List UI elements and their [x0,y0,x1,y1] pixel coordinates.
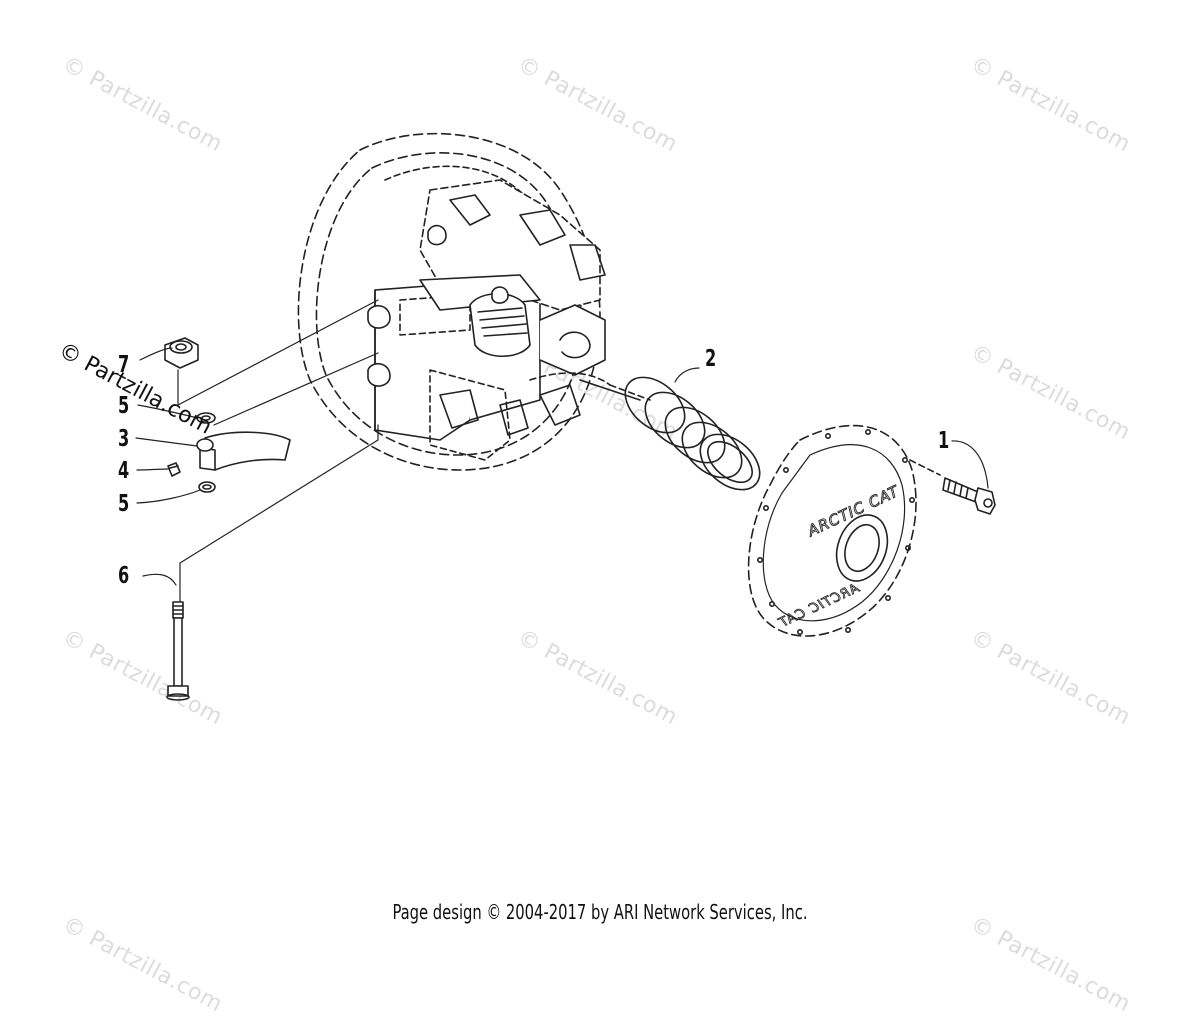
roller-part [167,462,181,477]
callout-6: 6 [118,563,130,589]
nut-part [164,337,199,369]
clutch-spider [367,179,641,461]
parts-drawing: ARCTIC CAT ARCTIC CAT [135,132,996,701]
diagram-canvas: © Partzilla.com © Partzilla.com © Partzi… [54,52,1134,1017]
page-footer: Page design © 2004-2017 by ARI Network S… [392,900,808,924]
callout-5: 5 [118,393,130,419]
cover-plate [747,424,941,637]
washer-hole [202,484,212,490]
long-bolt-part [166,601,190,701]
washer-part [198,481,216,493]
callout-7: 7 [118,352,130,378]
callout-5: 5 [118,491,130,517]
callout-1: 1 [938,428,950,454]
callout-2: 2 [705,346,717,372]
callout-4: 4 [118,458,130,484]
spring-part [609,376,761,491]
leader-lines [135,299,989,603]
washer-hole [201,415,211,421]
cam-arm-part [196,431,291,471]
bolt-part [942,477,996,515]
callout-3: 3 [118,426,130,452]
